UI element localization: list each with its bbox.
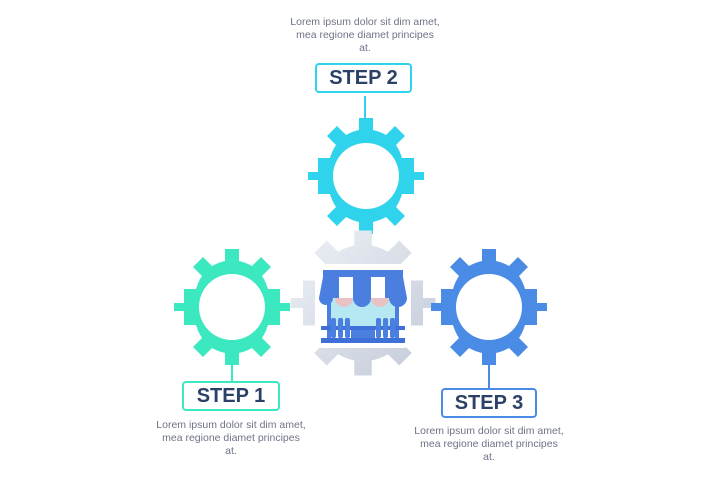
step-3-description: Lorem ipsum dolor sit dim amet, mea regi… — [414, 425, 564, 463]
step-3-gear-icon — [431, 249, 547, 365]
step-2-label-box: STEP 2 — [315, 63, 412, 93]
storefront-icon — [315, 264, 411, 348]
step-2-label: STEP 2 — [329, 66, 398, 89]
step-1-gear-icon — [174, 249, 290, 365]
step-2-connector — [364, 96, 366, 118]
step-1-connector — [231, 360, 233, 382]
step-2-gear-icon — [308, 118, 424, 234]
step-1-label-box: STEP 1 — [182, 381, 280, 411]
step-1-description: Lorem ipsum dolor sit dim amet, mea regi… — [156, 419, 306, 457]
step-3-connector — [488, 360, 490, 389]
step-3-label-box: STEP 3 — [441, 388, 537, 418]
step-1-label: STEP 1 — [196, 384, 266, 407]
step-2-description: Lorem ipsum dolor sit dim amet, mea regi… — [290, 16, 440, 54]
step-3-label: STEP 3 — [454, 391, 524, 414]
